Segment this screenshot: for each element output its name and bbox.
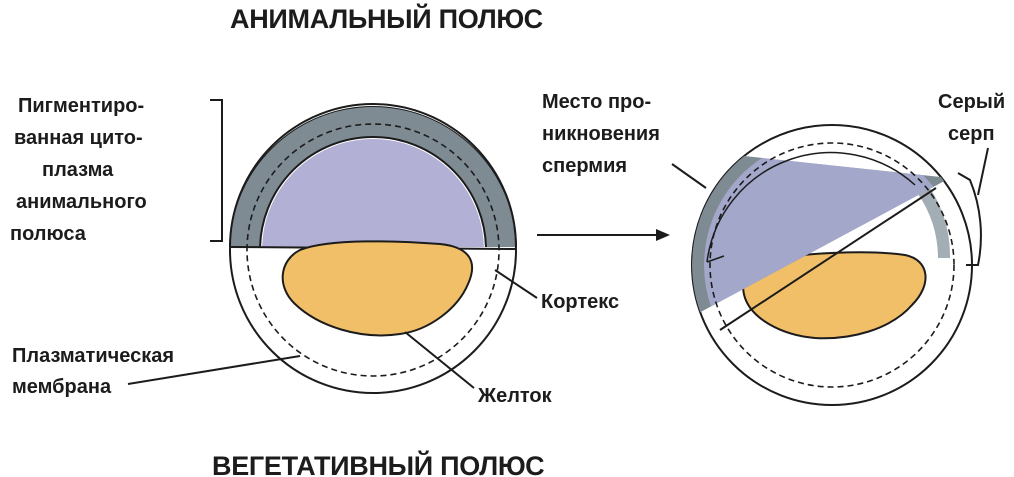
yolk bbox=[742, 251, 927, 340]
unfertilized-egg bbox=[229, 103, 517, 394]
gray-crescent bbox=[918, 188, 951, 258]
rotation-line bbox=[719, 187, 937, 331]
sperm-entry-pointer bbox=[671, 163, 707, 189]
pigmented-cytoplasm-line-2: ванная цито- bbox=[14, 127, 143, 149]
animal-pole-title: АНИМАЛЬНЫЙ ПОЛЮС bbox=[230, 3, 543, 34]
plasma-membrane-label-line-2: мембрана bbox=[12, 376, 112, 398]
sperm-entry-line-3: спермия bbox=[542, 155, 627, 177]
animal-cytoplasm bbox=[262, 139, 484, 247]
sperm-entry-notch bbox=[706, 255, 725, 263]
gray-crescent-pointer bbox=[977, 147, 989, 196]
gray-crescent-label-line-1: Серый bbox=[938, 91, 1005, 113]
pigmented-cytoplasm-line-3: плазма bbox=[42, 159, 114, 181]
transition-arrow bbox=[537, 229, 670, 241]
cortex-pointer bbox=[494, 269, 538, 299]
gray-crescent-label-line-2: серп bbox=[948, 123, 995, 145]
arrow-head bbox=[656, 229, 670, 241]
membrane-top-outline bbox=[229, 103, 517, 248]
sperm-entry-line-2: никновения bbox=[542, 123, 660, 145]
pigmented-cytoplasm-line-4: анимального bbox=[16, 191, 147, 213]
yolk bbox=[281, 240, 473, 337]
cortex-label: Кортекс bbox=[541, 291, 619, 313]
crescent-bracket bbox=[957, 172, 982, 266]
pigmented-region-bracket bbox=[210, 99, 223, 242]
cortex-boundary-dashed bbox=[246, 123, 500, 377]
pigmented-cytoplasm-line-5: полюса bbox=[10, 223, 87, 245]
plasma-membrane-pointer bbox=[127, 355, 301, 385]
yolk-label: Желток bbox=[477, 385, 553, 407]
sperm-entry-label: Место про- никновения спермия bbox=[542, 91, 660, 177]
fertilized-egg bbox=[691, 124, 982, 406]
cortex-boundary-dashed bbox=[709, 142, 955, 388]
plasma-membrane-label-line-1: Плазматическая bbox=[12, 345, 174, 367]
cytoplasm-outline bbox=[706, 151, 916, 263]
vegetal-pole-title: ВЕГЕТАТИВНЫЙ ПОЛЮС bbox=[212, 450, 544, 477]
pigmented-cytoplasm-line-1: Пигментиро- bbox=[18, 95, 144, 117]
pigmented-cytoplasm-label: Пигментиро- ванная цито- плазма анимальн… bbox=[10, 95, 147, 245]
sperm-entry-line-1: Место про- bbox=[542, 91, 651, 113]
yolk-pointer bbox=[404, 331, 475, 389]
